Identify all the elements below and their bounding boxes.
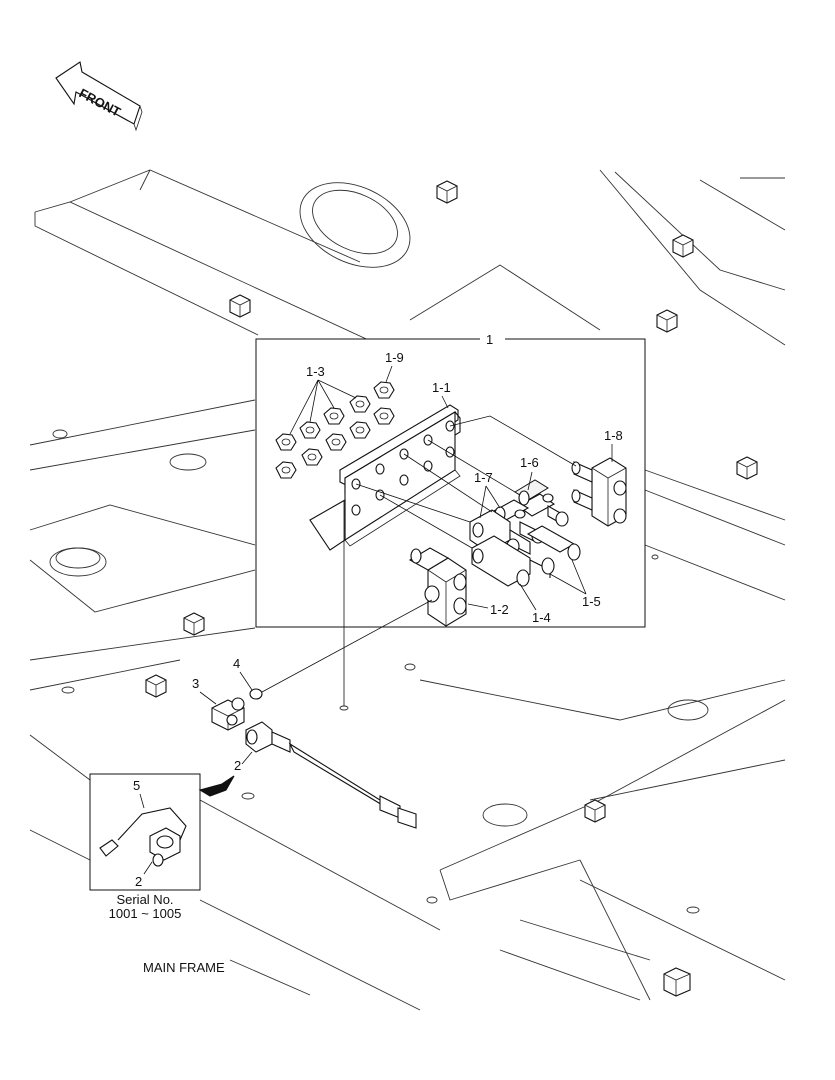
hex-nut <box>373 407 395 425</box>
callout-5: 5 <box>133 778 140 793</box>
stud-cube <box>229 294 251 318</box>
callout-2-main: 2 <box>234 758 241 773</box>
callout-1: 1 <box>486 332 493 347</box>
callout-1-6: 1-6 <box>520 455 539 470</box>
inset-sensor <box>99 807 187 867</box>
stud-cube <box>183 612 205 636</box>
hex-nut <box>373 381 395 399</box>
callout-1-5: 1-5 <box>582 594 601 609</box>
stud-cube <box>663 967 691 997</box>
callout-2-inset: 2 <box>135 874 142 889</box>
stud-cube <box>584 799 606 823</box>
assembly-1-box: 1 <box>255 332 646 628</box>
stud-cube <box>436 180 458 204</box>
callout-1-1: 1-1 <box>432 380 451 395</box>
hex-nut <box>323 407 345 425</box>
hex-nut <box>301 448 323 466</box>
front-arrow: FRONT <box>55 61 143 132</box>
valve-block-1-2: 1-2 <box>408 547 509 627</box>
stud-cube <box>736 456 758 480</box>
callout-1-8: 1-8 <box>604 428 623 443</box>
fitting-straight-1-5 <box>526 525 581 561</box>
main-frame-caption: MAIN FRAME <box>143 960 225 975</box>
hex-nut <box>349 421 371 439</box>
serial-range: 1001 ~ 1005 <box>109 906 182 921</box>
o-ring-4: 4 <box>233 656 263 700</box>
fitting-tee-1-6 <box>514 479 569 527</box>
adapter-3: 3 <box>192 676 245 731</box>
nuts-group: 1-3 1-9 <box>275 350 404 479</box>
callout-1-4: 1-4 <box>532 610 551 625</box>
hex-nut <box>275 433 297 451</box>
callout-4: 4 <box>233 656 240 671</box>
stud-cube <box>656 309 678 333</box>
callout-1-7: 1-7 <box>474 470 493 485</box>
hex-nut <box>299 421 321 439</box>
pressure-sensor-2: 2 <box>234 721 417 829</box>
hex-nut <box>275 461 297 479</box>
callout-3: 3 <box>192 676 199 691</box>
main-frame-outline <box>29 169 786 1011</box>
serial-label: Serial No. <box>116 892 173 907</box>
manifold-block-1-8: 1-8 <box>571 428 627 527</box>
stud-cube <box>672 234 694 258</box>
hex-nut <box>325 433 347 451</box>
hex-nut <box>349 395 371 413</box>
fitting-straight-1-4 <box>471 535 555 587</box>
fittings-group: 1-6 1-7 1-5 1-4 <box>469 455 601 625</box>
serial-inset: 5 2 Serial No. 1001 ~ 1005 <box>89 773 235 921</box>
callout-1-3: 1-3 <box>306 364 325 379</box>
callout-1-9: 1-9 <box>385 350 404 365</box>
stud-cube <box>145 674 167 698</box>
callout-1-2: 1-2 <box>490 602 509 617</box>
